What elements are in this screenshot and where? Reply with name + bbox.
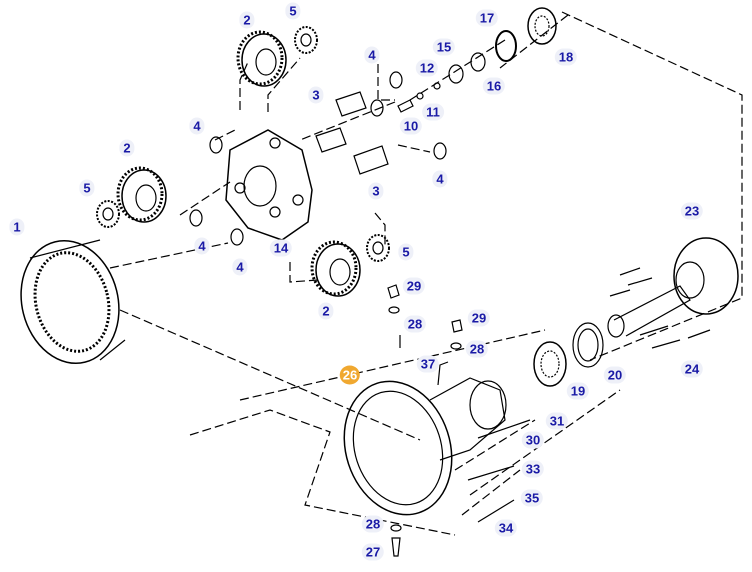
callout-23: 23 xyxy=(680,202,704,220)
callout-28: 28 xyxy=(403,315,427,333)
ring-gear xyxy=(20,239,126,365)
callout-33: 33 xyxy=(521,460,545,478)
callout-26-highlighted: 26 xyxy=(339,365,361,385)
needle-bearing-top xyxy=(294,26,318,54)
shaft-small-parts xyxy=(397,52,486,113)
callout-4: 4 xyxy=(232,258,248,276)
callout-29: 29 xyxy=(467,309,491,327)
bolts xyxy=(399,267,711,523)
callout-31: 31 xyxy=(545,412,569,430)
callout-2: 2 xyxy=(318,302,334,320)
callout-24: 24 xyxy=(680,360,704,378)
planet-pins xyxy=(315,91,389,175)
needle-bearing-left xyxy=(96,200,120,228)
planet-gear-bottom xyxy=(310,240,361,297)
callout-3: 3 xyxy=(368,182,384,200)
callout-10: 10 xyxy=(399,117,423,135)
bearing-upper xyxy=(495,7,557,62)
callout-17: 17 xyxy=(475,9,499,27)
callout-27: 27 xyxy=(361,543,385,561)
callout-34: 34 xyxy=(494,519,518,537)
callout-15: 15 xyxy=(432,38,456,56)
callout-5: 5 xyxy=(398,243,414,261)
callout-12: 12 xyxy=(415,59,439,77)
callout-28: 28 xyxy=(361,515,385,533)
callout-16: 16 xyxy=(482,77,506,95)
callout-20: 20 xyxy=(603,366,627,384)
callout-2: 2 xyxy=(239,11,255,29)
bearing-lower xyxy=(533,322,604,387)
callout-4: 4 xyxy=(189,117,205,135)
output-shaft xyxy=(607,237,739,338)
callout-3: 3 xyxy=(308,86,324,104)
callout-29: 29 xyxy=(402,277,426,295)
planet-gear-top xyxy=(236,30,287,87)
assembly-guide-lines xyxy=(109,11,743,536)
callout-14: 14 xyxy=(269,239,293,257)
callout-35: 35 xyxy=(520,489,544,507)
snap-rings xyxy=(189,71,447,246)
callout-4: 4 xyxy=(432,170,448,188)
callout-5: 5 xyxy=(79,179,95,197)
needle-bearing-bottom xyxy=(366,234,390,262)
callout-5: 5 xyxy=(285,2,301,20)
callout-4: 4 xyxy=(364,46,380,64)
callout-2: 2 xyxy=(119,139,135,157)
callout-4: 4 xyxy=(194,237,210,255)
callout-30: 30 xyxy=(521,431,545,449)
callout-28: 28 xyxy=(465,340,489,358)
housing xyxy=(343,361,507,516)
planet-carrier xyxy=(225,129,313,241)
planet-gear-left xyxy=(116,166,167,223)
callout-19: 19 xyxy=(566,382,590,400)
callout-11: 11 xyxy=(422,103,444,121)
callout-18: 18 xyxy=(554,48,578,66)
callout-37: 37 xyxy=(416,355,440,373)
callout-1: 1 xyxy=(9,218,25,236)
